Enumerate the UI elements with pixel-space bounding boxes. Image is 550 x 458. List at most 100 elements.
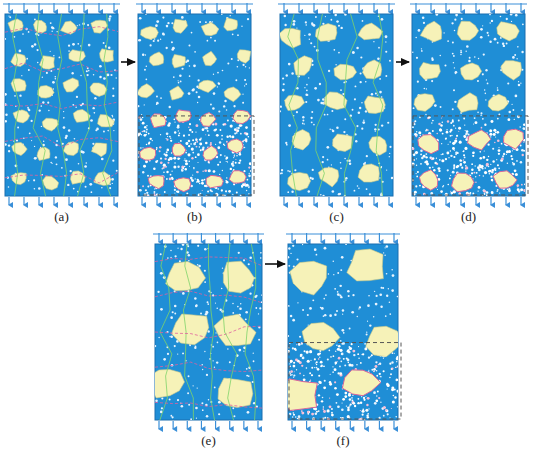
fine-particle xyxy=(166,47,168,49)
fine-particle xyxy=(443,32,444,33)
fine-particle xyxy=(46,72,48,74)
damage-particle xyxy=(457,152,459,154)
fine-particle xyxy=(156,20,159,23)
damage-particle xyxy=(501,143,503,145)
damage-particle xyxy=(486,163,489,166)
fine-particle xyxy=(313,24,316,27)
damage-particle xyxy=(489,173,490,174)
damage-particle xyxy=(436,157,437,158)
damage-particle xyxy=(241,125,243,127)
fine-particle xyxy=(170,316,173,319)
load-arrow xyxy=(328,197,329,205)
fine-particle xyxy=(381,124,383,126)
damage-particle xyxy=(496,131,499,134)
fine-particle xyxy=(154,188,155,189)
damage-particle xyxy=(235,162,237,164)
fine-particle xyxy=(56,31,57,32)
damage-particle xyxy=(146,131,148,133)
fine-particle xyxy=(85,186,87,188)
damage-particle xyxy=(429,167,431,169)
load-arrow xyxy=(201,197,202,205)
load-arrow xyxy=(187,421,188,429)
damage-particle xyxy=(247,179,249,181)
fine-particle xyxy=(112,95,114,97)
damage-particle xyxy=(521,184,523,186)
fine-particle xyxy=(68,129,70,131)
fine-particle xyxy=(145,78,147,80)
fine-particle xyxy=(254,295,257,298)
fine-particle xyxy=(233,415,235,417)
fine-particle xyxy=(416,57,418,59)
load-arrow xyxy=(215,421,216,429)
specimen-content xyxy=(412,14,525,196)
fine-particle xyxy=(333,274,334,275)
damage-particle xyxy=(196,141,198,143)
fine-particle xyxy=(214,367,215,368)
aggregate xyxy=(227,139,243,153)
fine-particle xyxy=(354,98,356,100)
fine-particle xyxy=(19,95,21,97)
fine-particle xyxy=(302,116,304,118)
fine-particle xyxy=(174,313,176,315)
damage-particle xyxy=(231,162,233,164)
load-arrow xyxy=(321,421,322,429)
load-arrow xyxy=(229,421,230,429)
fine-particle xyxy=(79,24,80,25)
fine-particle xyxy=(455,151,458,154)
damage-particle xyxy=(472,155,474,157)
fine-particle xyxy=(5,114,7,116)
damage-particle xyxy=(208,161,210,163)
damage-particle xyxy=(523,123,525,126)
fine-particle xyxy=(99,76,102,79)
damage-particle xyxy=(492,160,494,162)
fine-particle xyxy=(40,105,42,107)
fine-particle xyxy=(188,44,190,46)
damage-particle xyxy=(248,167,250,169)
fine-particle xyxy=(227,62,229,64)
fine-particle xyxy=(507,163,508,164)
load-arrow xyxy=(186,197,187,205)
damage-particle xyxy=(420,163,422,165)
aggregate xyxy=(148,176,164,189)
damage-particle xyxy=(414,120,416,122)
fine-particle xyxy=(116,77,117,78)
load-arrow xyxy=(430,197,431,205)
fine-particle xyxy=(387,122,389,124)
fine-particle xyxy=(435,14,438,16)
fine-particle xyxy=(28,69,30,71)
damage-particle xyxy=(498,149,501,152)
fine-particle xyxy=(238,349,241,352)
fine-particle xyxy=(336,402,338,404)
aggregate xyxy=(285,95,305,111)
fine-particle xyxy=(190,418,192,420)
fine-particle xyxy=(354,190,356,192)
fine-particle xyxy=(186,59,189,62)
fine-particle xyxy=(90,119,93,122)
damage-particle xyxy=(479,151,481,153)
fine-particle xyxy=(197,387,198,388)
fine-particle xyxy=(363,120,364,121)
damage-particle xyxy=(185,160,188,163)
fine-particle xyxy=(444,64,446,66)
damage-particle xyxy=(472,151,475,154)
aggregate xyxy=(149,52,163,66)
damage-particle xyxy=(159,146,161,148)
fine-particle xyxy=(364,343,366,345)
fine-particle xyxy=(329,129,331,131)
damage-particle xyxy=(514,170,517,173)
fine-particle xyxy=(516,58,517,59)
aggregate xyxy=(203,146,218,160)
fine-particle xyxy=(107,130,109,132)
fine-particle xyxy=(412,51,413,52)
fine-particle xyxy=(503,153,505,155)
damage-particle xyxy=(484,171,487,174)
aggregate xyxy=(38,86,54,99)
load-bar xyxy=(3,4,120,5)
fine-particle xyxy=(193,64,196,67)
fine-particle xyxy=(110,74,112,76)
damage-particle xyxy=(445,158,447,160)
damage-particle xyxy=(479,157,482,160)
fine-particle xyxy=(52,81,55,84)
fine-particle xyxy=(492,148,494,150)
